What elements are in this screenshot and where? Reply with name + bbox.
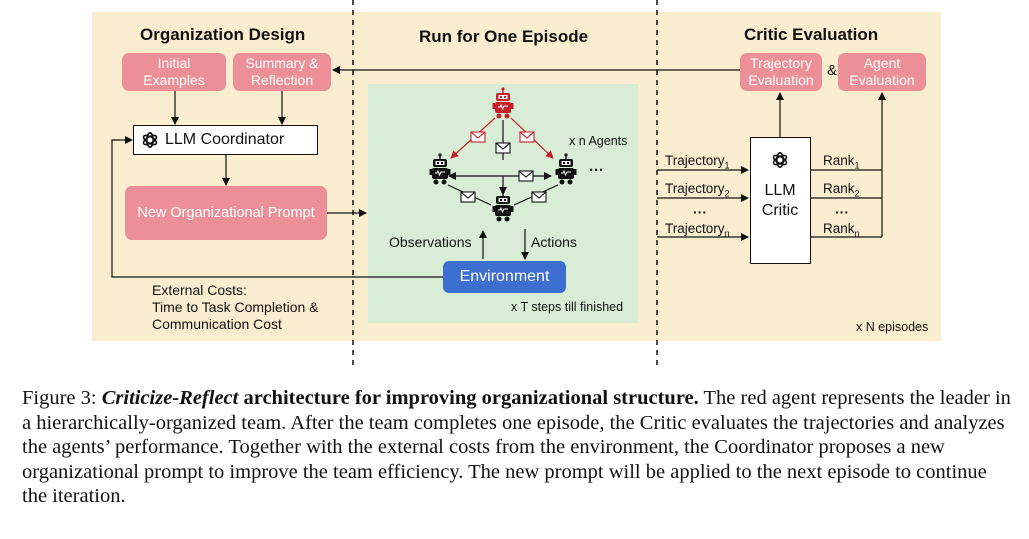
caption-title-italic: Criticize-Reflect xyxy=(101,387,239,409)
llm-critic-label-line2: Critic xyxy=(761,202,799,219)
external-costs-line2: Time to Task Completion & xyxy=(152,299,319,315)
robot-icon xyxy=(492,189,514,222)
actions-label: Actions xyxy=(531,234,577,250)
summary-reflection-box: Summary & Reflection xyxy=(233,53,331,91)
external-costs-line3: Communication Cost xyxy=(152,316,282,332)
leader-robot-icon xyxy=(492,86,514,119)
agent-evaluation-box: Agent Evaluation xyxy=(838,53,926,91)
llm-critic-box: LLM Critic xyxy=(750,137,811,264)
openai-icon xyxy=(770,150,790,175)
ampersand-label: & xyxy=(827,62,838,79)
llm-coordinator-box: LLM Coordinator xyxy=(133,125,318,155)
llm-critic-label-line1: LLM xyxy=(764,182,796,199)
initial-examples-box: Initial Examples xyxy=(122,53,226,91)
trajectory-2-label: Trajectory2 xyxy=(665,181,730,199)
rank-1-label: Rank1 xyxy=(823,153,860,171)
robot-icon xyxy=(555,152,577,185)
caption-title: architecture for improving organizationa… xyxy=(238,387,699,409)
observations-label: Observations xyxy=(389,234,472,250)
t-steps-label: x T steps till finished xyxy=(511,300,624,314)
caption-body: The red agent represents the leader in a… xyxy=(22,387,1011,508)
section-title-run-episode: Run for One Episode xyxy=(419,27,589,46)
environment-box: Environment xyxy=(443,261,566,293)
rank-ellipsis: ··· xyxy=(835,204,849,220)
llm-coordinator-label: LLM Coordinator xyxy=(165,131,285,148)
trajectory-1-label: Trajectory1 xyxy=(665,153,730,171)
section-title-critic-evaluation: Critic Evaluation xyxy=(744,25,879,44)
rank-2-label: Rank2 xyxy=(823,181,860,199)
n-agents-label: x n Agents xyxy=(569,134,628,148)
section-title-organization-design: Organization Design xyxy=(140,25,306,44)
trajectory-ellipsis: ··· xyxy=(693,204,707,220)
agents-ellipsis: ··· xyxy=(589,162,604,179)
caption-label: Figure 3: xyxy=(22,387,102,409)
external-costs-line1: External Costs: xyxy=(152,282,247,298)
rank-n-label: Rankn xyxy=(823,221,860,239)
n-episodes-label: x N episodes xyxy=(856,320,929,334)
robot-icon xyxy=(429,152,451,185)
openai-icon xyxy=(140,130,160,155)
trajectory-evaluation-box: Trajectory Evaluation xyxy=(740,53,822,91)
figure-caption: Figure 3: Criticize-Reflect architecture… xyxy=(22,386,1012,509)
new-organizational-prompt-box: New Organizational Prompt xyxy=(125,186,327,240)
trajectory-n-label: Trajectoryn xyxy=(665,221,730,239)
